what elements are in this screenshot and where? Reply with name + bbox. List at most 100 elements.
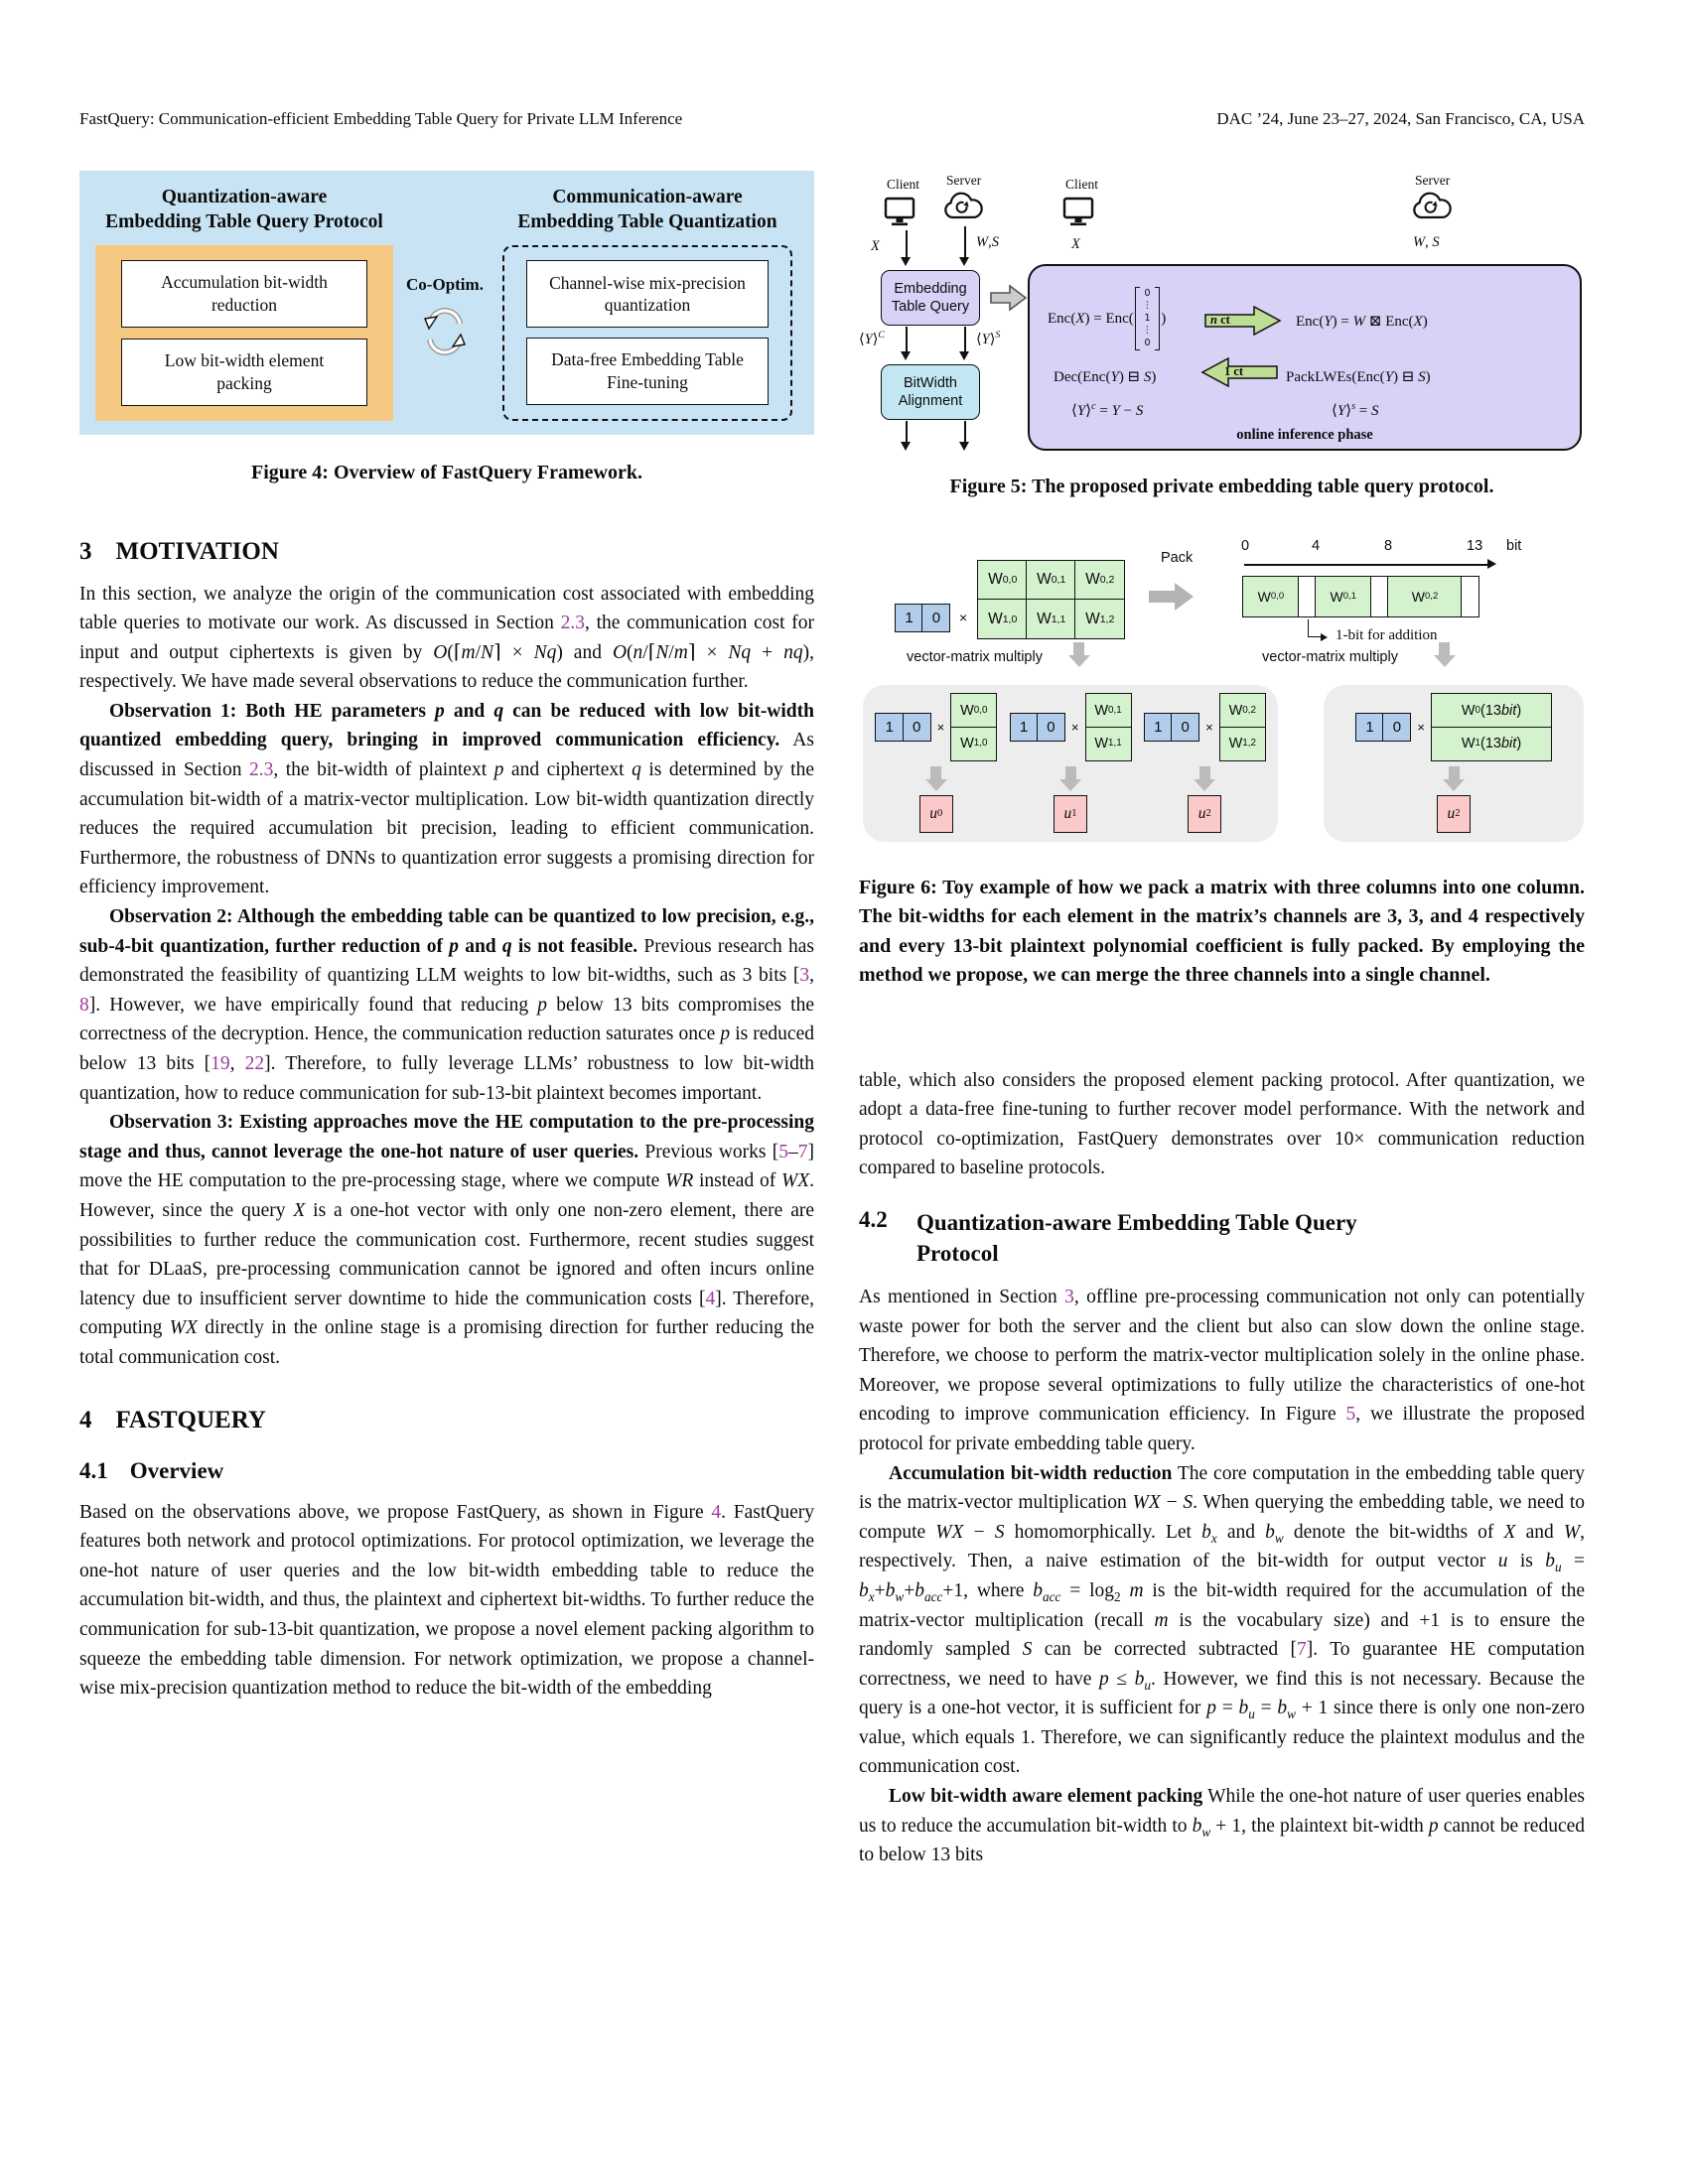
client-label: Client (887, 177, 919, 192)
padding-bit-cell (1297, 575, 1317, 617)
online-inference-panel: Enc(X) = Enc( 0 ⋮ 1 ⋮ 0 (1028, 264, 1582, 451)
formula-text: Enc(X) = Enc( (1048, 310, 1134, 327)
vector-cell: 0 (1171, 713, 1200, 742)
vector-cell: 1 (1355, 713, 1384, 742)
section-title: MOTIVATION (115, 537, 279, 565)
figure4-right-title-line1: Communication-aware (552, 187, 743, 207)
figure4-quantization-panel: Communication-aware Embedding Table Quan… (496, 185, 798, 421)
ref-link[interactable]: 3 (799, 965, 810, 987)
figure-4-caption: Figure 4: Overview of FastQuery Framewor… (251, 462, 642, 483)
vector-cell: 0 (921, 603, 951, 632)
figure4-left-title-line2: Embedding Table Query Protocol (105, 211, 383, 233)
vector-entry: 1 (1144, 312, 1151, 324)
figure4-right-title: Communication-aware Embedding Table Quan… (496, 185, 798, 235)
axis-tick: 8 (1384, 537, 1393, 554)
down-arrow-icon (1067, 641, 1090, 667)
ref-link[interactable]: 22 (244, 1053, 265, 1074)
ref-link[interactable]: 8 (79, 994, 89, 1016)
vector-entries: 0 ⋮ 1 ⋮ 0 (1140, 287, 1156, 350)
x-input-label: X (871, 238, 880, 254)
expand-arrow-icon (990, 284, 1028, 312)
multiply-sign: × (1070, 720, 1079, 735)
ref-link[interactable]: 7 (1297, 1639, 1307, 1661)
paragraph-observation-1: Observation 1: Both HE parameters p and … (79, 700, 815, 898)
vector-cell: 1 (895, 603, 923, 632)
enc-y-formula: Enc(Y) = W ⊠ Enc(X) (1296, 314, 1428, 330)
ref-link[interactable]: 4 (705, 1288, 716, 1309)
server-label: Server (1415, 173, 1451, 188)
figure4-packing-box: Low bit-width element packing (121, 338, 367, 406)
vector-cell: 1 (1143, 713, 1173, 742)
yc-eq-formula: ⟨Y⟩c = Y − S (1071, 401, 1144, 419)
down-arrow-icon (1194, 765, 1216, 791)
bracket-left (1134, 287, 1140, 350)
padding-bit-pointer (1308, 618, 1328, 641)
ref-link[interactable]: 2.3 (248, 759, 274, 781)
bitwidth-alignment-box: BitWidth Alignment (881, 364, 980, 420)
bit-axis-line (1244, 559, 1496, 570)
vector-matrix-multiply-label: vector-matrix multiply (1262, 648, 1398, 665)
ref-link[interactable]: 5 (1345, 1404, 1356, 1426)
figure4-accumulation-box: Accumulation bit-width reduction (121, 259, 367, 328)
figure4-left-title-line1: Quantization-aware (161, 187, 328, 207)
x-input-label: X (1071, 236, 1080, 252)
section-number: 4.1 (79, 1457, 108, 1483)
padding-bit-cell (1369, 575, 1389, 617)
down-arrow-icon (1433, 641, 1456, 667)
paragraph-as-mentioned: As mentioned in Section 3, offline pre-p… (859, 1286, 1585, 1454)
figure-5: Client Server X W,S Embedding Table Quer… (859, 165, 1585, 502)
figure-4-graphic: Quantization-aware Embedding Table Query… (79, 171, 814, 435)
arrow-ys-down (958, 327, 971, 360)
one-ct-arrow-icon (1200, 357, 1278, 387)
ref-link[interactable]: 5 (778, 1141, 788, 1162)
paragraph-motivation-intro: In this section, we analyze the origin o… (79, 583, 815, 693)
vector-cell: 1 (1009, 713, 1039, 742)
paragraph-overview: Based on the observations above, we prop… (79, 1501, 814, 1700)
section-number: 4.2 (859, 1206, 888, 1232)
ref-link[interactable]: 7 (797, 1141, 808, 1162)
yc-share-label: ⟨Y⟩C (859, 330, 885, 347)
ref-link[interactable]: 2.3 (560, 613, 586, 634)
ws-input-label: W, S (1413, 234, 1440, 250)
ref-link[interactable]: 19 (211, 1053, 230, 1074)
axis-tick: 0 (1241, 537, 1250, 554)
paragraph-observation-2: Observation 2: Although the embedding ta… (79, 906, 815, 1104)
embedding-table-query-box: Embedding Table Query (881, 270, 980, 326)
vector-entry: 0 (1144, 337, 1151, 348)
ref-link[interactable]: 3 (1064, 1286, 1074, 1307)
ys-share-label: ⟨Y⟩S (976, 330, 1001, 347)
down-arrow-icon (1443, 765, 1465, 791)
vector-entry: ⋮ (1142, 325, 1153, 337)
cloud-icon (944, 192, 983, 219)
arrow-server-down (958, 226, 971, 266)
formula-text: ) (1161, 310, 1167, 327)
figure-5-graphic: Client Server X W,S Embedding Table Quer… (859, 165, 1585, 453)
figure-5-caption: Figure 5: The proposed private embedding… (949, 476, 1494, 497)
client-label: Client (1065, 177, 1098, 192)
vector-entry: ⋮ (1142, 300, 1153, 312)
figure4-co-optim: Co-Optim. (401, 185, 489, 421)
vector-cell: 0 (902, 713, 931, 742)
vector-cell: 0 (1382, 713, 1412, 742)
paragraph-continuation: table, which also considers the proposed… (859, 1069, 1585, 1179)
padding-bit-cell (1461, 575, 1480, 617)
left-column: Quantization-aware Embedding Table Query… (79, 159, 814, 1704)
ref-link[interactable]: 4 (711, 1501, 722, 1523)
arrow-yc-down (900, 327, 913, 360)
n-ct-arrow-icon (1204, 306, 1282, 336)
